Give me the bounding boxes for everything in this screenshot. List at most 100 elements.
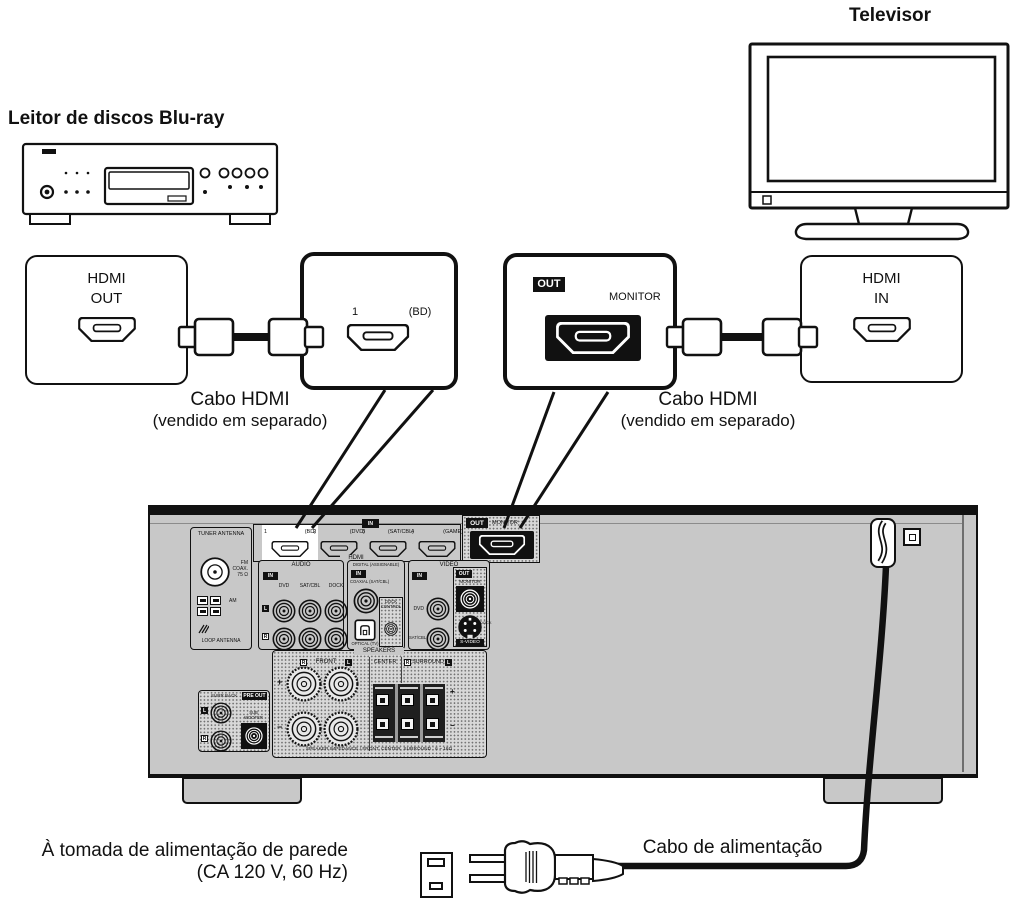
tv-illustration — [748, 42, 1010, 241]
hdmi1-highlight — [262, 525, 318, 560]
center-label: CENTER — [373, 659, 397, 665]
hdmi-port-icon — [78, 317, 136, 342]
ground-icon — [198, 624, 209, 634]
callout-tail-monitor — [502, 391, 610, 529]
hdmi-port-icon — [346, 324, 410, 351]
plug-prong-icon — [469, 854, 506, 863]
front-r-badge: R — [300, 659, 307, 666]
audio-in-badge: IN — [263, 572, 278, 580]
rca-jack-icon — [298, 627, 322, 651]
power-knob-icon — [39, 184, 55, 200]
rca-jack-icon — [210, 702, 232, 724]
preout-surr-label: SURR.BACK — [211, 693, 238, 698]
audio-col-satcbl: SAT/CBL — [299, 583, 321, 589]
rca-jack-icon — [210, 730, 232, 752]
minus-icon: − — [450, 721, 455, 730]
callout-receiver-hdmi1: 1 (BD) — [300, 252, 458, 390]
hdmi4-labels: 4(GAME) — [411, 529, 463, 535]
preout-badge: PRE OUT — [242, 692, 267, 700]
digital-section: DIGITAL (ASSIGNABLE) IN COAXIAL (SAT/CBL… — [347, 560, 405, 650]
bluray-illustration — [21, 142, 279, 225]
digital-title: DIGITAL (ASSIGNABLE) — [352, 562, 400, 567]
receiver-rear-panel: TUNER ANTENNA FM COAX. 75 Ω AM LOOP ANTE… — [148, 513, 978, 778]
rca-jack-icon — [272, 627, 296, 651]
subwoofer-jack-icon — [241, 723, 267, 749]
hdmi3-labels: 3(SAT/CBL) — [362, 529, 414, 535]
speakers-section: SPEAKERS R FRONT L + − CENTER R SURROUND… — [272, 648, 487, 758]
optical-port-icon — [354, 619, 376, 641]
digital-optical-label: OPTICAL (TV) — [351, 641, 379, 646]
impedance-caption: SPEAKER IMPEDANCE / FRONT, CENTER, SURRO… — [305, 747, 453, 752]
hdmi-port-icon — [853, 317, 911, 342]
video-section: VIDEO IN DVD SAT/CBL OUT MONITOR DOCK S-… — [408, 560, 492, 650]
preout-sub-label: SUB WOOFER — [244, 710, 263, 720]
hdmi-monitor-area: OUT MONITOR — [462, 515, 540, 563]
hdmi-cable-left-caption: Cabo HDMI (vendido em separado) — [152, 389, 328, 430]
power-cord-caption: Cabo de alimentação — [642, 837, 823, 858]
binding-post-icon — [285, 665, 323, 703]
preout-l-badge: L — [201, 707, 208, 714]
video-dock-label: DOCK — [480, 620, 492, 625]
dock-control-area: DOCK CONTROL — [379, 597, 403, 647]
hdmi-cable-right-caption: Cabo HDMI (vendido em separado) — [620, 389, 796, 430]
hdmi-cable-left — [177, 317, 325, 357]
minus-icon: − — [277, 722, 283, 732]
binding-post-icon — [285, 710, 323, 748]
speakers-divider — [369, 657, 370, 751]
speakers-title: SPEAKERS — [354, 648, 404, 656]
callout-bluray-hdmi-out: HDMI OUT — [25, 255, 188, 385]
hdmi-caption: HDMI — [340, 555, 372, 563]
receiver-top-seam — [150, 523, 962, 524]
svideo-label: S-VIDEO — [456, 639, 484, 646]
fm-coax-label: FM COAX. 75 Ω — [232, 560, 248, 578]
video-monitor-jack-icon — [456, 586, 484, 612]
plus-icon: + — [450, 687, 455, 696]
surround-label: SURROUND — [412, 659, 444, 665]
digital-in-badge: IN — [351, 570, 366, 578]
power-plug-illustration — [469, 840, 624, 894]
rca-jack-icon — [272, 599, 296, 623]
hdmi-in-label: HDMI IN — [862, 270, 901, 307]
out-badge: OUT — [533, 277, 565, 292]
plug-prong-icon — [469, 874, 506, 883]
speaker-clip-column — [373, 684, 395, 742]
video-dvd-label: DVD — [413, 606, 424, 612]
front-label: FRONT — [315, 659, 337, 665]
hdmi2-labels: 2(DVD) — [313, 529, 365, 535]
speaker-clip-column — [423, 684, 445, 742]
digital-coaxial-label: COAXIAL (SAT/CBL) — [350, 579, 390, 584]
fm-coax-jack-icon — [199, 556, 231, 588]
receiver-side-seam — [962, 515, 964, 772]
brand-logo-icon — [42, 149, 56, 154]
audio-title: AUDIO — [291, 562, 311, 568]
rca-jack-icon — [324, 599, 348, 623]
video-in-badge: IN — [412, 572, 427, 580]
surround-r-badge: R — [404, 659, 411, 666]
binding-post-icon — [322, 665, 360, 703]
audio-left-badge: L — [262, 605, 269, 612]
receiver-foot — [823, 777, 943, 804]
preout-r-badge: R — [201, 735, 208, 742]
hdmi1-labels: 1(BD) — [264, 529, 316, 535]
monitor-label: MONITOR — [609, 291, 661, 303]
callout-tail-hdmi1 — [294, 389, 435, 529]
hdmi-out-label: HDMI OUT — [87, 270, 126, 307]
am-label: AM — [229, 598, 237, 604]
hdmi-monitor-port-icon — [470, 531, 534, 559]
wall-outlet-icon — [420, 852, 453, 898]
preout-section: SURR.BACK PRE OUT L R SUB WOOFER — [198, 690, 270, 752]
hdmi-cable-right — [665, 317, 819, 357]
hdmi-monitor-port-icon — [545, 315, 641, 361]
power-cord — [615, 565, 890, 870]
hdmi1-number-label: 1 — [351, 306, 359, 318]
audio-section: AUDIO IN DVD SAT/CBL DOCK L R — [258, 560, 344, 650]
audio-right-badge: R — [262, 633, 269, 640]
am-terminal-icon — [197, 596, 221, 616]
hdmi-in-badge: IN — [362, 519, 379, 528]
rca-jack-icon — [298, 599, 322, 623]
plus-icon: + — [277, 677, 283, 687]
loop-antenna-label: LOOP ANTENNA — [201, 638, 241, 644]
speaker-terminal-grid — [373, 684, 445, 742]
video-out-badge: OUT — [456, 570, 472, 578]
